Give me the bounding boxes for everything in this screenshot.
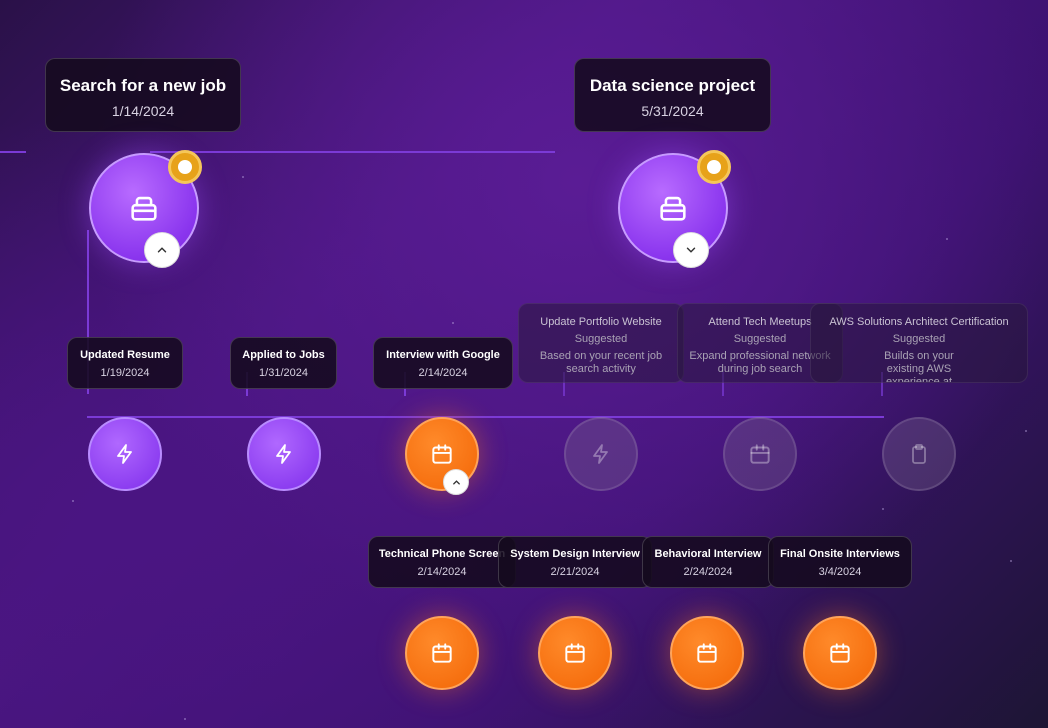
calendar-icon	[565, 643, 585, 663]
milestone-node[interactable]	[247, 417, 321, 491]
interview-title: Final Onsite Interviews	[780, 548, 900, 560]
goal-title: Data science project	[589, 76, 756, 95]
suggestion-reason: Builds on your existing AWS experience a…	[884, 350, 954, 383]
goal-vertical-line	[87, 230, 89, 390]
lightning-icon	[593, 444, 608, 464]
chevron-up-icon[interactable]	[443, 469, 469, 495]
milestone-date: 1/19/2024	[100, 367, 150, 379]
chevron-up-icon[interactable]	[144, 232, 180, 268]
suggestion-status: Suggested	[733, 333, 787, 345]
briefcase-icon	[131, 196, 157, 221]
milestone-date: 2/14/2024	[418, 367, 468, 379]
milestone-node[interactable]	[88, 417, 162, 491]
interview-card[interactable]: System Design Interview 2/21/2024	[498, 536, 652, 588]
interview-card[interactable]: Behavioral Interview 2/24/2024	[642, 536, 774, 588]
milestone-node[interactable]	[405, 417, 479, 491]
calendar-icon	[830, 643, 850, 663]
clipboard-icon	[912, 444, 926, 464]
interview-card[interactable]: Technical Phone Screen 2/14/2024	[368, 536, 516, 588]
suggestion-status: Suggested	[892, 333, 946, 345]
suggestion-title: Attend Tech Meetups	[708, 316, 812, 328]
briefcase-icon	[660, 196, 686, 221]
milestone-card[interactable]: Interview with Google 2/14/2024	[373, 337, 513, 389]
interview-node[interactable]	[405, 616, 479, 690]
milestone-title: Updated Resume	[80, 349, 170, 361]
milestone-card[interactable]: Applied to Jobs 1/31/2024	[230, 337, 337, 389]
interview-node[interactable]	[803, 616, 877, 690]
lightning-icon	[117, 444, 132, 464]
goal-title: Search for a new job	[59, 76, 227, 95]
status-badge	[697, 150, 731, 184]
interview-card[interactable]: Final Onsite Interviews 3/4/2024	[768, 536, 912, 588]
milestone-title: Interview with Google	[386, 349, 500, 361]
suggestion-stem	[881, 372, 883, 396]
goal-card[interactable]: Data science project 5/31/2024	[574, 58, 771, 132]
interview-node[interactable]	[670, 616, 744, 690]
suggestion-card[interactable]: AWS Solutions Architect Certification Su…	[810, 303, 1028, 383]
goal-date: 1/14/2024	[111, 103, 175, 119]
calendar-icon	[697, 643, 717, 663]
chevron-down-icon[interactable]	[673, 232, 709, 268]
suggestion-stem	[563, 372, 565, 396]
goal-connector-line	[0, 151, 26, 153]
suggestion-reason: Based on your recent job search activity	[539, 350, 663, 375]
interview-date: 2/21/2024	[550, 566, 600, 578]
interview-date: 2/24/2024	[683, 566, 733, 578]
calendar-icon	[432, 643, 452, 663]
milestone-card[interactable]: Updated Resume 1/19/2024	[67, 337, 183, 389]
milestone-title: Applied to Jobs	[242, 349, 325, 361]
goal-date: 5/31/2024	[641, 103, 704, 119]
milestone-date: 1/31/2024	[259, 367, 308, 379]
suggestion-node[interactable]	[882, 417, 956, 491]
interview-title: Technical Phone Screen	[378, 548, 506, 560]
suggestion-title: AWS Solutions Architect Certification	[829, 316, 1009, 328]
suggestion-stem	[722, 372, 724, 396]
lightning-icon	[276, 444, 291, 464]
interview-date: 3/4/2024	[818, 566, 862, 578]
suggestion-reason: Expand professional network during job s…	[689, 350, 831, 375]
interview-title: Behavioral Interview	[654, 548, 762, 560]
suggestion-title: Update Portfolio Website	[540, 316, 662, 328]
interview-node[interactable]	[538, 616, 612, 690]
interview-date: 2/14/2024	[417, 566, 467, 578]
goal-connector-line	[150, 151, 555, 153]
status-badge	[168, 150, 202, 184]
suggestion-node[interactable]	[564, 417, 638, 491]
suggestion-card[interactable]: Update Portfolio Website Suggested Based…	[518, 303, 684, 383]
milestone-track-line	[87, 416, 884, 418]
calendar-icon	[750, 444, 770, 464]
interview-title: System Design Interview	[510, 548, 640, 560]
goal-card[interactable]: Search for a new job 1/14/2024	[45, 58, 241, 132]
suggestion-node[interactable]	[723, 417, 797, 491]
calendar-icon	[432, 444, 452, 464]
suggestion-status: Suggested	[574, 333, 628, 345]
